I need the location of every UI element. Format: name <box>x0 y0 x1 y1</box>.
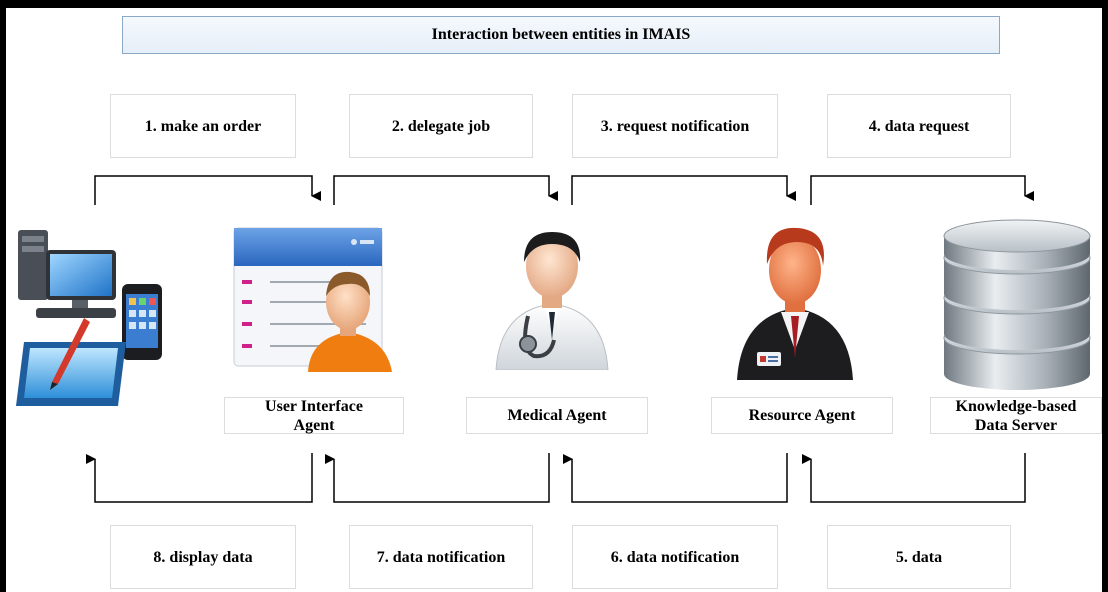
database-icon <box>943 219 1091 390</box>
arrow-step-1 <box>94 175 321 205</box>
arrow-step-3 <box>571 175 796 205</box>
medical-agent-label: Medical Agent <box>466 397 648 434</box>
arrow-step-8 <box>86 453 313 503</box>
data-server-label: Knowledge-based Data Server <box>930 397 1102 434</box>
step-5-label: 5. data <box>827 525 1011 589</box>
step-3-label: 3. request notification <box>572 94 778 158</box>
forward-arrows <box>94 175 1034 205</box>
arrow-step-6 <box>563 453 788 503</box>
step-7-label: 7. data notification <box>349 525 533 589</box>
return-arrows <box>86 453 1026 503</box>
step-4-label: 4. data request <box>827 94 1011 158</box>
step-2-label: 2. delegate job <box>349 94 533 158</box>
resource-agent-label: Resource Agent <box>711 397 893 434</box>
user-interface-agent-icon <box>233 227 392 372</box>
step-1-label: 1. make an order <box>110 94 296 158</box>
diagram-title: Interaction between entities in IMAIS <box>122 16 1000 54</box>
data-server-label-line1: Knowledge-based <box>955 397 1077 415</box>
ui-agent-label-line2: Agent <box>293 416 335 434</box>
arrow-step-2 <box>333 175 558 205</box>
step-8-label: 8. display data <box>110 525 296 589</box>
doctor-icon <box>495 232 609 370</box>
ui-agent-label: User Interface Agent <box>224 397 404 434</box>
arrow-step-7 <box>325 453 550 503</box>
step-6-label: 6. data notification <box>572 525 778 589</box>
data-server-label-line2: Data Server <box>974 416 1058 434</box>
ui-agent-label-line1: User Interface <box>265 397 363 415</box>
businessman-icon <box>737 227 853 380</box>
arrow-step-5 <box>802 453 1026 503</box>
user-devices-icon <box>16 230 162 406</box>
arrow-step-4 <box>810 175 1034 205</box>
